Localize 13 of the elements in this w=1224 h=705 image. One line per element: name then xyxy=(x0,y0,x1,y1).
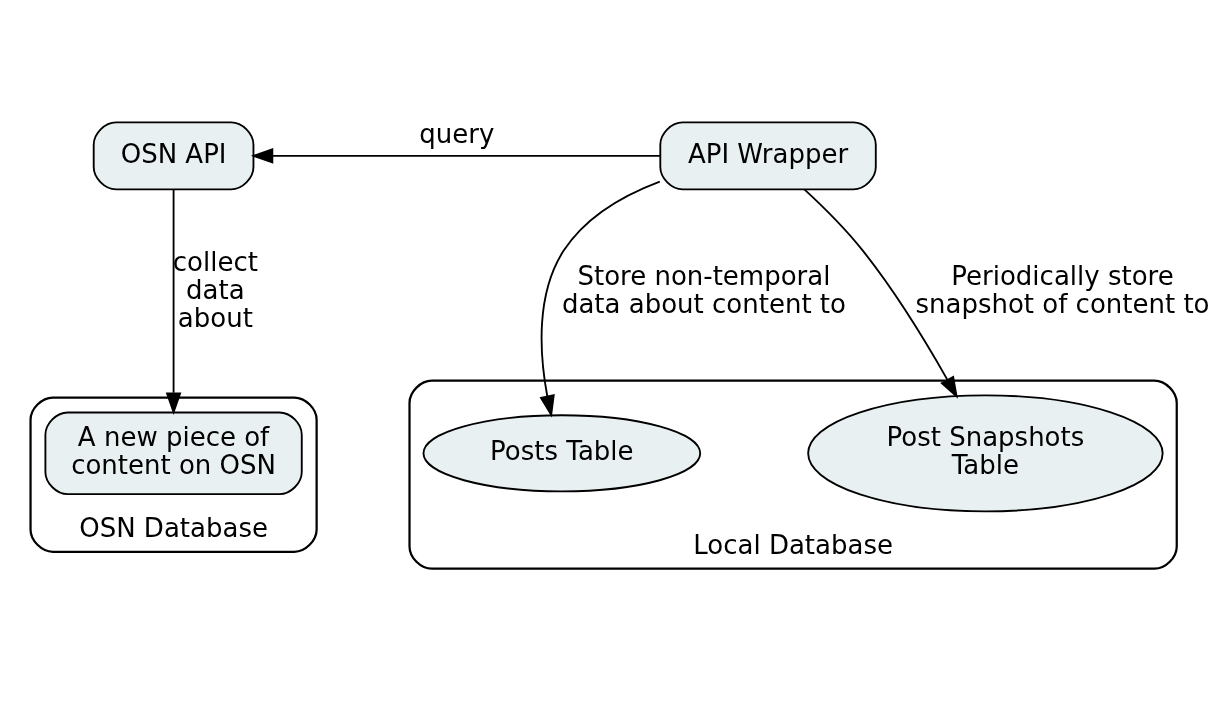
node-box: API Wrapper xyxy=(659,121,877,190)
arrow xyxy=(539,180,661,417)
node-box: A new piece of content on OSN xyxy=(44,411,303,495)
node-ellipse: Posts Table xyxy=(422,413,702,492)
arrow xyxy=(165,188,182,415)
edge-label: collect data about xyxy=(172,246,258,333)
node-ellipse: Post Snapshots Table xyxy=(807,393,1164,512)
arrow xyxy=(250,147,661,164)
edge-label: Periodically store snapshot of content to xyxy=(915,260,1210,319)
node-box: OSN API xyxy=(92,121,255,190)
arrow xyxy=(803,187,958,399)
edge-label: Store non-temporal data about content to xyxy=(561,260,846,319)
edge-label: query xyxy=(419,118,495,149)
